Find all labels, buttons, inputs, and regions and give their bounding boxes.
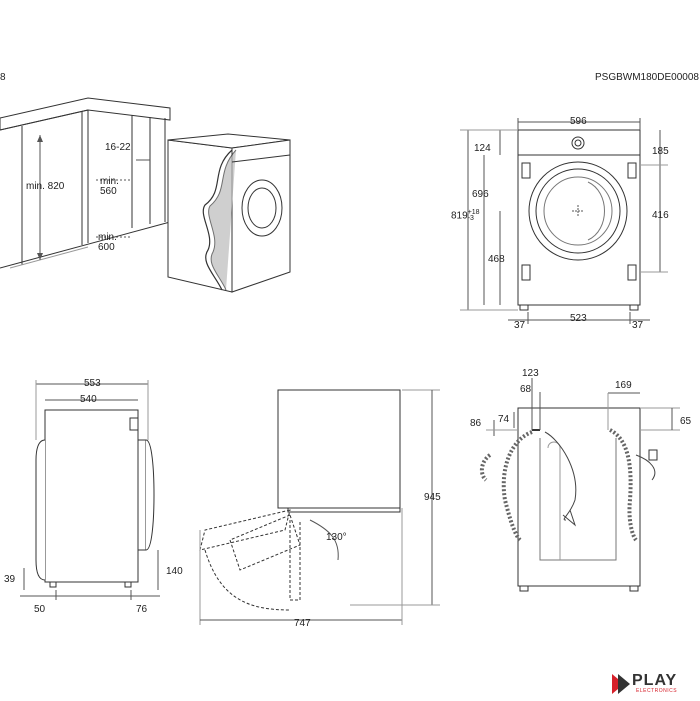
logo-text: PLAY [632, 672, 678, 689]
front-width-label: 596 [570, 116, 587, 127]
side-bottom-left-label: 39 [4, 574, 16, 585]
rear-view-drawing [479, 378, 680, 592]
front-door-center-label: 468 [488, 254, 505, 265]
front-right-height-label: 416 [652, 210, 669, 221]
side-foot-left-label: 50 [34, 604, 46, 615]
front-total-height-label: 819+18-3 [451, 209, 480, 222]
front-view-drawing [460, 118, 668, 324]
front-tol-lower: -3 [467, 215, 474, 222]
side-foot-right-label: 76 [136, 604, 148, 615]
front-foot-span-label: 523 [570, 313, 587, 324]
front-top-offset-label: 124 [474, 143, 491, 154]
document-code: PSGBWM180DE00008 [595, 72, 699, 83]
rear-left-inner-height-label: 74 [498, 414, 510, 425]
front-top-right-label: 185 [652, 146, 669, 157]
side-view-drawing [20, 380, 160, 600]
side-body-depth-label: 540 [80, 394, 97, 405]
niche-depth-min-label: min. [100, 176, 119, 187]
logo-subtext: ELECTRONICS [636, 688, 678, 694]
niche-width-min-label: min. [98, 232, 117, 243]
side-bottom-right-label: 140 [166, 566, 183, 577]
door-depth-label: 747 [294, 618, 311, 629]
rear-right-height-label: 65 [680, 416, 692, 427]
front-total-height-value: 819 [451, 210, 468, 222]
door-angle-label: 130° [326, 532, 347, 543]
door-view-drawing [199, 389, 440, 625]
rear-left-height-label: 86 [470, 418, 482, 429]
rear-right-width-label: 169 [615, 380, 632, 391]
rear-inner-offset-label: 68 [520, 384, 532, 395]
front-foot-right-label: 37 [632, 320, 644, 331]
rear-inlet-offset-label: 123 [522, 368, 539, 379]
niche-view-drawing [0, 97, 291, 293]
play-electronics-logo: PLAY ELECTRONICS [610, 672, 696, 696]
niche-gap-label: 16-22 [105, 142, 131, 153]
header-fragment: 8 [0, 72, 6, 83]
door-height-label: 945 [424, 492, 441, 503]
niche-width-value: 600 [98, 242, 115, 253]
front-tol-upper: +18 [467, 209, 480, 216]
side-outer-depth-label: 553 [84, 378, 101, 389]
niche-height-label: min. 820 [26, 181, 65, 192]
front-foot-left-label: 37 [514, 320, 526, 331]
logo-mark-icon [612, 674, 630, 694]
front-body-height-label: 696 [472, 189, 489, 200]
niche-depth-value: 560 [100, 186, 117, 197]
